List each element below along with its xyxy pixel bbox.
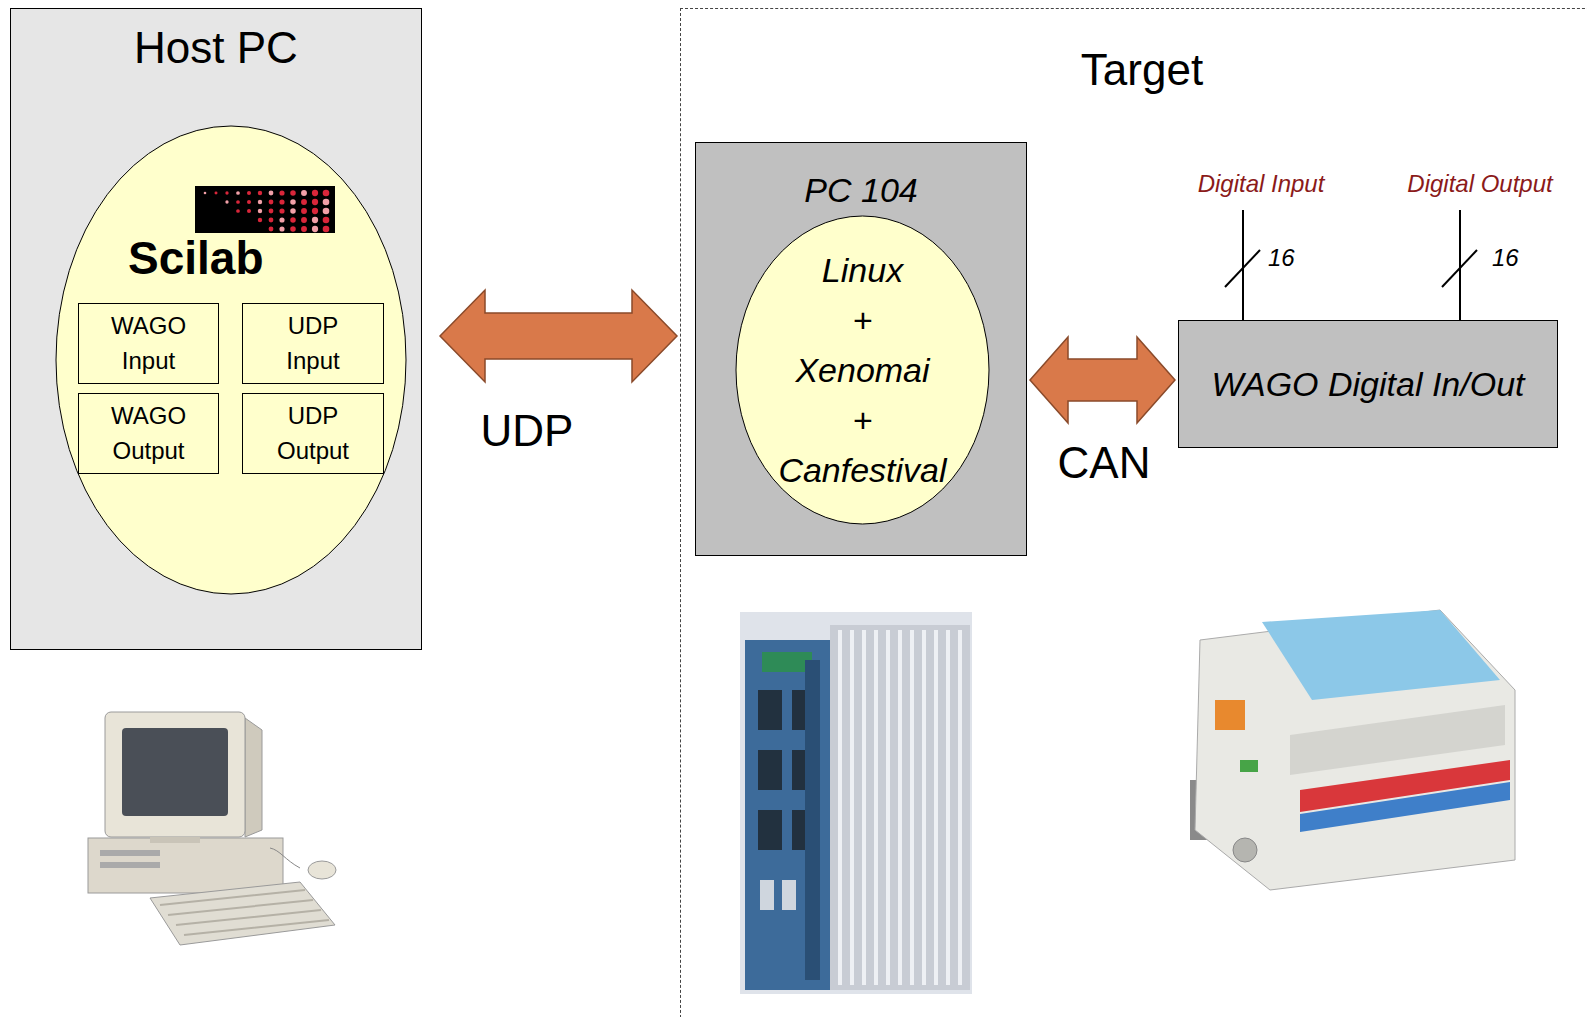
node-text: WAGO Digital In/Out bbox=[1211, 365, 1524, 404]
signal-label: Digital Input bbox=[1198, 170, 1325, 198]
node-text: Target bbox=[1042, 45, 1242, 96]
block-box: WAGO Output bbox=[78, 393, 219, 474]
block-box: UDP Input bbox=[242, 303, 384, 384]
node-text: Linux + Xenomai + Canfestival bbox=[778, 245, 946, 495]
node-text: UDP Output bbox=[277, 399, 349, 469]
node-text: WAGO Input bbox=[111, 309, 186, 379]
scilab-logo-mark bbox=[195, 186, 335, 233]
scilab-ellipse: ScilabWAGO Input UDP InputWAGO Output UDP … bbox=[55, 125, 407, 595]
wago-module-illustration bbox=[1190, 610, 1515, 890]
bus-width-number: 16 bbox=[1268, 244, 1295, 272]
block-box: WAGO Input bbox=[78, 303, 219, 384]
node-text: UDP Input bbox=[286, 309, 339, 379]
edge-label: UDP bbox=[481, 406, 574, 456]
edge-label: CAN bbox=[1058, 438, 1151, 488]
node-text: WAGO Output bbox=[111, 399, 186, 469]
pc104-illustration bbox=[740, 612, 972, 994]
host-pc-illustration bbox=[88, 712, 336, 945]
node-text: PC 104 bbox=[696, 171, 1026, 210]
node-text: Scilab bbox=[128, 233, 264, 284]
digital-bus-lines bbox=[1225, 210, 1477, 320]
block-box: UDP Output bbox=[242, 393, 384, 474]
host-pc-box: Host PC ScilabWAGO Input UDP InputWAGO Out… bbox=[10, 8, 422, 650]
block-arrow bbox=[440, 290, 677, 382]
signal-label: Digital Output bbox=[1407, 170, 1552, 198]
node-text: Host PC bbox=[11, 23, 421, 74]
pc104-box: PC 104Linux + Xenomai + Canfestival bbox=[695, 142, 1027, 556]
os-stack-ellipse: Linux + Xenomai + Canfestival bbox=[735, 215, 990, 525]
bus-width-number: 16 bbox=[1492, 244, 1519, 272]
target-region: Target PC 104Linux + Xenomai + Canfestiva… bbox=[680, 8, 1587, 1017]
wago-io-box: WAGO Digital In/Out bbox=[1178, 320, 1558, 448]
block-arrow bbox=[1030, 337, 1175, 423]
